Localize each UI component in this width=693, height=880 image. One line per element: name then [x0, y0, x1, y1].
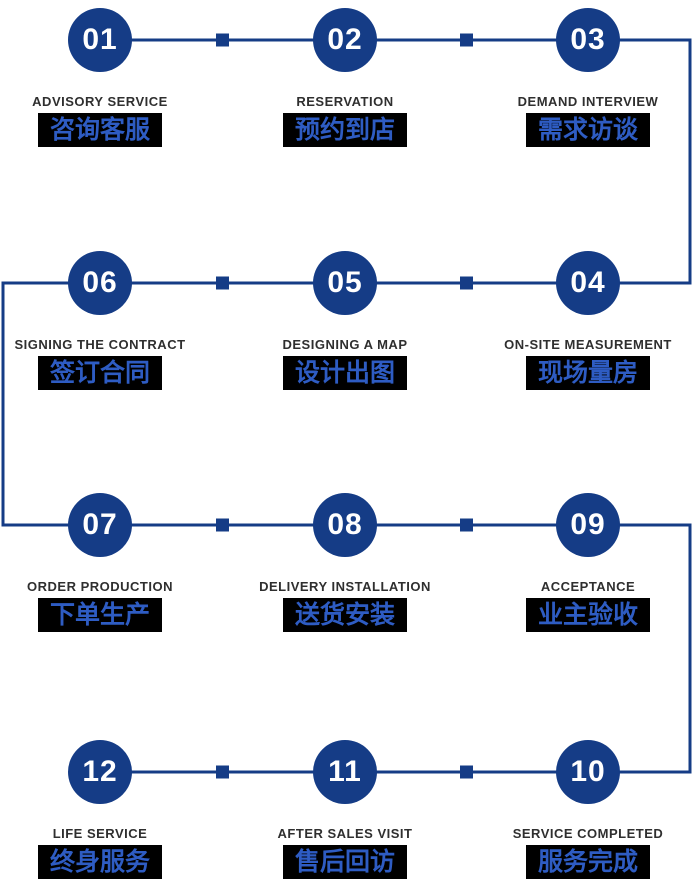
step-label-en: ADVISORY SERVICE — [32, 94, 168, 109]
step-number: 03 — [570, 23, 606, 56]
step-number: 11 — [328, 755, 362, 788]
step-11: 11 AFTER SALES VISIT 售后回访 — [235, 740, 455, 879]
step-label-en: SERVICE COMPLETED — [512, 826, 664, 841]
step-label-en: ORDER PRODUCTION — [27, 579, 173, 594]
step-label-en: ON-SITE MEASUREMENT — [504, 337, 672, 352]
square-node — [460, 765, 473, 779]
step-number: 12 — [82, 755, 118, 788]
step-label-zh: 咨询客服 — [37, 113, 162, 147]
step-number: 04 — [570, 266, 606, 299]
step-number-circle: 07 — [68, 493, 132, 557]
step-number: 08 — [327, 508, 363, 541]
step-label-en: AFTER SALES VISIT — [277, 826, 413, 841]
step-number: 02 — [327, 23, 363, 56]
step-label-zh: 需求访谈 — [525, 113, 650, 147]
square-node — [216, 518, 229, 532]
step-01: 01 ADVISORY SERVICE 咨询客服 — [0, 8, 210, 147]
step-number-circle: 12 — [68, 740, 132, 804]
step-number-circle: 09 — [556, 493, 620, 557]
step-number: 10 — [570, 755, 606, 788]
step-number-circle: 06 — [68, 251, 132, 315]
square-node — [460, 276, 473, 290]
step-number: 01 — [82, 23, 118, 56]
step-label-en: SIGNING THE CONTRACT — [14, 337, 186, 352]
step-label-en: DEMAND INTERVIEW — [517, 94, 659, 109]
step-number-circle: 11 — [313, 740, 377, 804]
step-07: 07 ORDER PRODUCTION 下单生产 — [0, 493, 210, 632]
square-node — [460, 518, 473, 532]
step-number: 05 — [327, 266, 363, 299]
square-node — [216, 33, 229, 47]
step-label-zh: 服务完成 — [525, 845, 650, 879]
step-03: 03 DEMAND INTERVIEW 需求访谈 — [478, 8, 693, 147]
step-number-circle: 02 — [313, 8, 377, 72]
step-label-zh: 终身服务 — [37, 845, 162, 879]
step-label-en: RESERVATION — [296, 94, 394, 109]
step-04: 04 ON-SITE MEASUREMENT 现场量房 — [478, 251, 693, 390]
step-label-zh: 售后回访 — [282, 845, 407, 879]
step-06: 06 SIGNING THE CONTRACT 签订合同 — [0, 251, 210, 390]
square-node — [216, 765, 229, 779]
step-label-en: ACCEPTANCE — [540, 579, 636, 594]
step-number-circle: 03 — [556, 8, 620, 72]
step-number-circle: 05 — [313, 251, 377, 315]
step-08: 08 DELIVERY INSTALLATION 送货安装 — [235, 493, 455, 632]
step-09: 09 ACCEPTANCE 业主验收 — [478, 493, 693, 632]
step-number: 07 — [82, 508, 118, 541]
step-label-zh: 设计出图 — [282, 356, 407, 390]
step-number-circle: 08 — [313, 493, 377, 557]
step-12: 12 LIFE SERVICE 终身服务 — [0, 740, 210, 879]
step-label-zh: 业主验收 — [525, 598, 650, 632]
step-label-zh: 送货安装 — [282, 598, 407, 632]
square-node — [216, 276, 229, 290]
step-label-zh: 下单生产 — [37, 598, 162, 632]
step-label-zh: 签订合同 — [37, 356, 162, 390]
step-label-zh: 预约到店 — [282, 113, 407, 147]
step-number-circle: 01 — [68, 8, 132, 72]
connector-right-turn-1 — [588, 38, 692, 285]
step-02: 02 RESERVATION 预约到店 — [235, 8, 455, 147]
step-label-zh: 现场量房 — [525, 356, 650, 390]
step-number: 06 — [82, 266, 118, 299]
step-05: 05 DESIGNING A MAP 设计出图 — [235, 251, 455, 390]
step-label-en: DESIGNING A MAP — [282, 337, 408, 352]
step-number: 09 — [570, 508, 606, 541]
step-number-circle: 04 — [556, 251, 620, 315]
step-10: 10 SERVICE COMPLETED 服务完成 — [478, 740, 693, 879]
connector-right-turn-2 — [588, 523, 692, 774]
step-number-circle: 10 — [556, 740, 620, 804]
step-label-en: LIFE SERVICE — [52, 826, 148, 841]
square-node — [460, 33, 473, 47]
step-label-en: DELIVERY INSTALLATION — [259, 579, 431, 594]
connector-left-turn — [1, 281, 100, 527]
